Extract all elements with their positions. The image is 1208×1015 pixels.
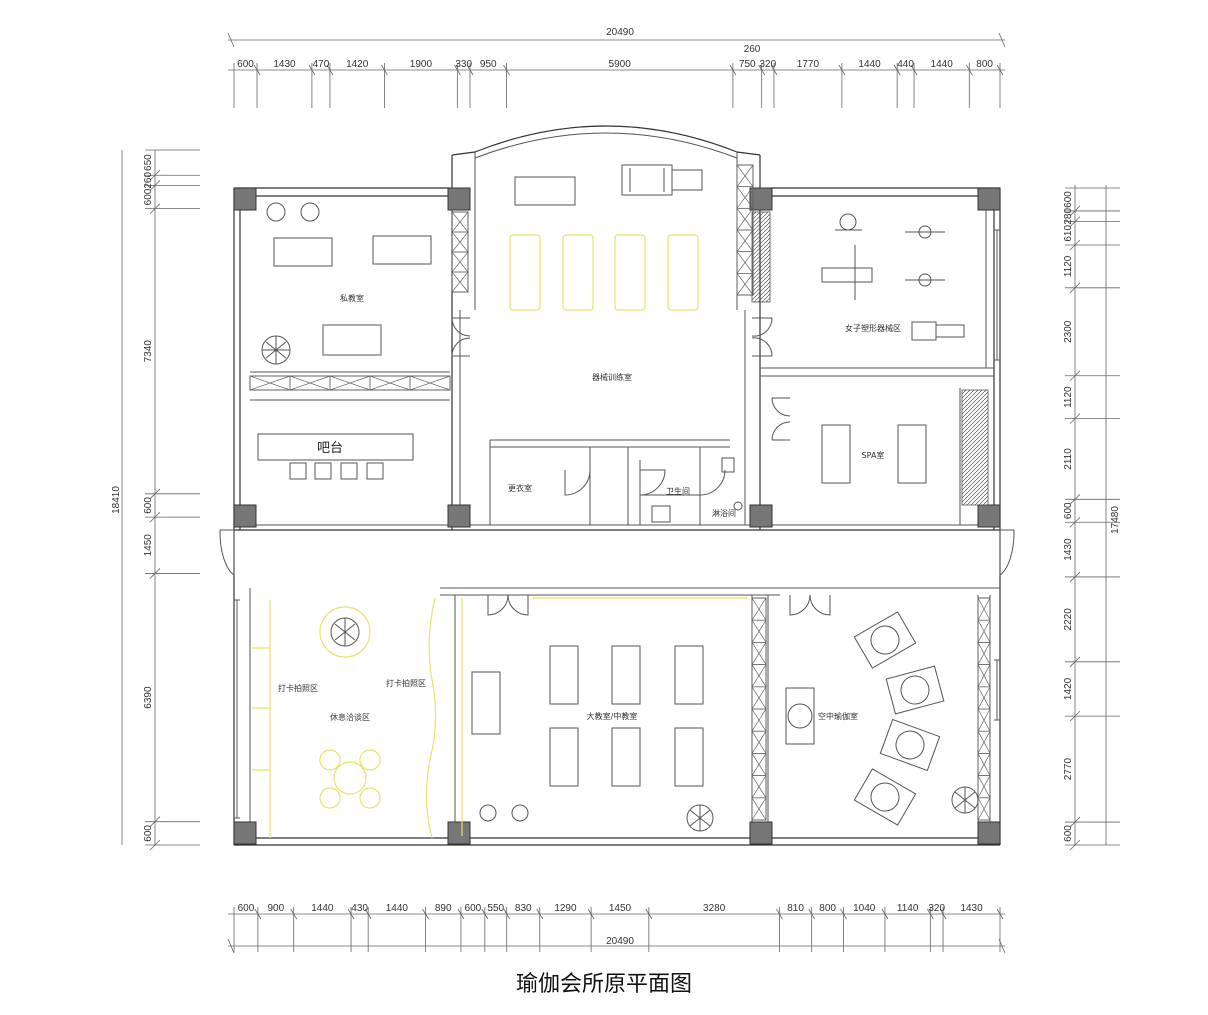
left-segment-dimension: 1450 (143, 534, 154, 557)
room-labels: 私教室 器械训练室 女子塑形器械区 更衣室 卫生间 淋浴间 SPA室 打卡拍照区… (278, 293, 901, 722)
bottom-segment-dimension: 830 (515, 903, 532, 914)
bottom-segment-dimension: 1140 (897, 903, 919, 914)
right-segment-dimension: 600 (1063, 191, 1074, 208)
top-segment-dimension: 5900 (609, 59, 632, 70)
top-segment-dimension: 800 (976, 59, 993, 70)
bottom-segment-dimension: 320 (928, 903, 945, 914)
right-segment-dimension: 2220 (1063, 608, 1074, 631)
top-segment-dimension: 470 (313, 59, 330, 70)
bottom-segment-dimension: 810 (787, 903, 804, 914)
bottom-segment-dimension: 1450 (609, 903, 632, 914)
room-label-equipment: 器械训练室 (592, 372, 632, 382)
room-label-female-area: 女子塑形器械区 (845, 323, 901, 333)
right-segment-dimension: 280 (1063, 208, 1074, 225)
bottom-dimension-chain: 600 900 1440 430 1440 890 600 550 830 1290 1450 328… (227, 903, 1006, 954)
left-segment-dimension: 650 (143, 154, 154, 171)
group-class-furniture (461, 597, 748, 836)
room-label-lounge: 休息洽谈区 (330, 712, 370, 722)
right-segment-dimension: 2110 (1063, 448, 1074, 470)
bottom-segment-dimension: 3280 (703, 903, 726, 914)
right-segment-dimension: 600 (1063, 502, 1074, 519)
right-segment-dimension: 600 (1063, 825, 1074, 842)
room-label-restroom: 卫生间 (666, 486, 690, 496)
aerial-yoga-furniture (785, 611, 979, 826)
bottom-segment-dimension: 600 (238, 903, 255, 914)
left-segment-dimension: 6390 (143, 686, 154, 709)
plant-icon (686, 804, 714, 832)
wall-panel-hatch (961, 389, 989, 506)
floor-plan-drawing: 20490 260 600 1430 470 1420 1900 330 950 5900 75… (111, 27, 1121, 954)
left-segment-dimension: 600 (143, 825, 154, 842)
top-segment-dimension: 330 (455, 59, 472, 70)
top-segment-dimension: 600 (237, 59, 254, 70)
storage-cabinets (249, 164, 991, 821)
top-segment-dimension: 1900 (410, 59, 433, 70)
private-room-furniture (261, 202, 432, 365)
room-label-spa: SPA室 (862, 450, 885, 460)
wall-panel-hatch (751, 211, 771, 303)
bottom-segment-dimension: 600 (465, 903, 482, 914)
room-label-checkin-right: 打卡拍照区 (386, 678, 426, 688)
room-label-checkin-left: 打卡拍照区 (278, 683, 318, 693)
right-dimension-chain: 6002806101120230011202110600143022201420… (1063, 185, 1121, 851)
right-segment-dimension: 610 (1063, 225, 1074, 242)
right-segment-dimension: 1120 (1063, 255, 1074, 277)
top-segment-dimension: 1430 (273, 59, 296, 70)
top-segment-dimension: 1420 (346, 59, 369, 70)
top-dimension-chain: 20490 260 600 1430 470 1420 1900 330 950 5900 75… (227, 27, 1006, 108)
plant-icon (261, 335, 291, 365)
bottom-segment-dimension: 800 (819, 903, 836, 914)
plant-icon (951, 786, 979, 814)
top-sub-dimension: 260 (744, 44, 761, 55)
top-segment-dimension: 1770 (797, 59, 820, 70)
top-segment-dimension: 1440 (931, 59, 954, 70)
bottom-segment-dimension: 1430 (960, 903, 983, 914)
doors (219, 317, 1015, 616)
lounge-furniture (252, 597, 437, 839)
right-segment-dimension: 2770 (1063, 758, 1074, 781)
windows (234, 229, 1000, 819)
left-segment-dimension: 260 (143, 172, 154, 189)
spa-room-furniture (721, 424, 927, 484)
left-total-dimension: 18410 (111, 486, 122, 514)
top-segment-dimension: 440 (897, 59, 914, 70)
top-segment-dimension: 320 (759, 59, 776, 70)
bottom-segment-dimension: 890 (435, 903, 452, 914)
female-area-machines (821, 213, 965, 341)
building-walls (233, 125, 1001, 846)
right-segment-dimension: 1430 (1063, 538, 1074, 561)
right-segment-dimension: 1120 (1063, 386, 1074, 408)
left-segment-dimension: 7340 (143, 340, 154, 363)
right-segment-dimension: 2300 (1063, 320, 1074, 343)
bottom-segment-dimension: 900 (267, 903, 284, 914)
bottom-segment-dimension: 1440 (311, 903, 334, 914)
top-segment-dimension: 1440 (858, 59, 881, 70)
room-label-private: 私教室 (340, 293, 364, 303)
bottom-segment-dimension: 430 (351, 903, 368, 914)
drawing-title: 瑜伽会所原平面图 (515, 972, 692, 997)
top-segment-dimension: 950 (480, 59, 497, 70)
room-label-shower: 淋浴间 (712, 508, 736, 518)
right-segment-dimension: 1420 (1063, 677, 1074, 700)
bottom-total-dimension: 20490 (606, 936, 634, 947)
left-segment-dimension: 600 (143, 188, 154, 205)
room-label-group-class: 大教室/中教室 (587, 711, 638, 721)
bottom-segment-dimension: 1440 (386, 903, 409, 914)
top-total-dimension: 20490 (606, 27, 634, 38)
left-segment-dimension: 600 (143, 497, 154, 514)
bottom-segment-dimension: 550 (487, 903, 504, 914)
bar-counter: 吧台 (257, 433, 414, 480)
equipment-room-furniture (509, 164, 703, 311)
top-segment-dimension: 750 (739, 59, 756, 70)
bottom-segment-dimension: 1290 (554, 903, 577, 914)
right-total-dimension: 17480 (1110, 506, 1121, 534)
restroom-fixtures (651, 501, 743, 523)
bottom-segment-dimension: 1040 (853, 903, 876, 914)
bar-label: 吧台 (317, 441, 343, 456)
structural-columns (233, 187, 1001, 845)
room-label-changing: 更衣室 (508, 483, 532, 493)
plant-icon (330, 617, 360, 647)
room-label-aerial-yoga: 空中瑜伽室 (818, 711, 858, 721)
